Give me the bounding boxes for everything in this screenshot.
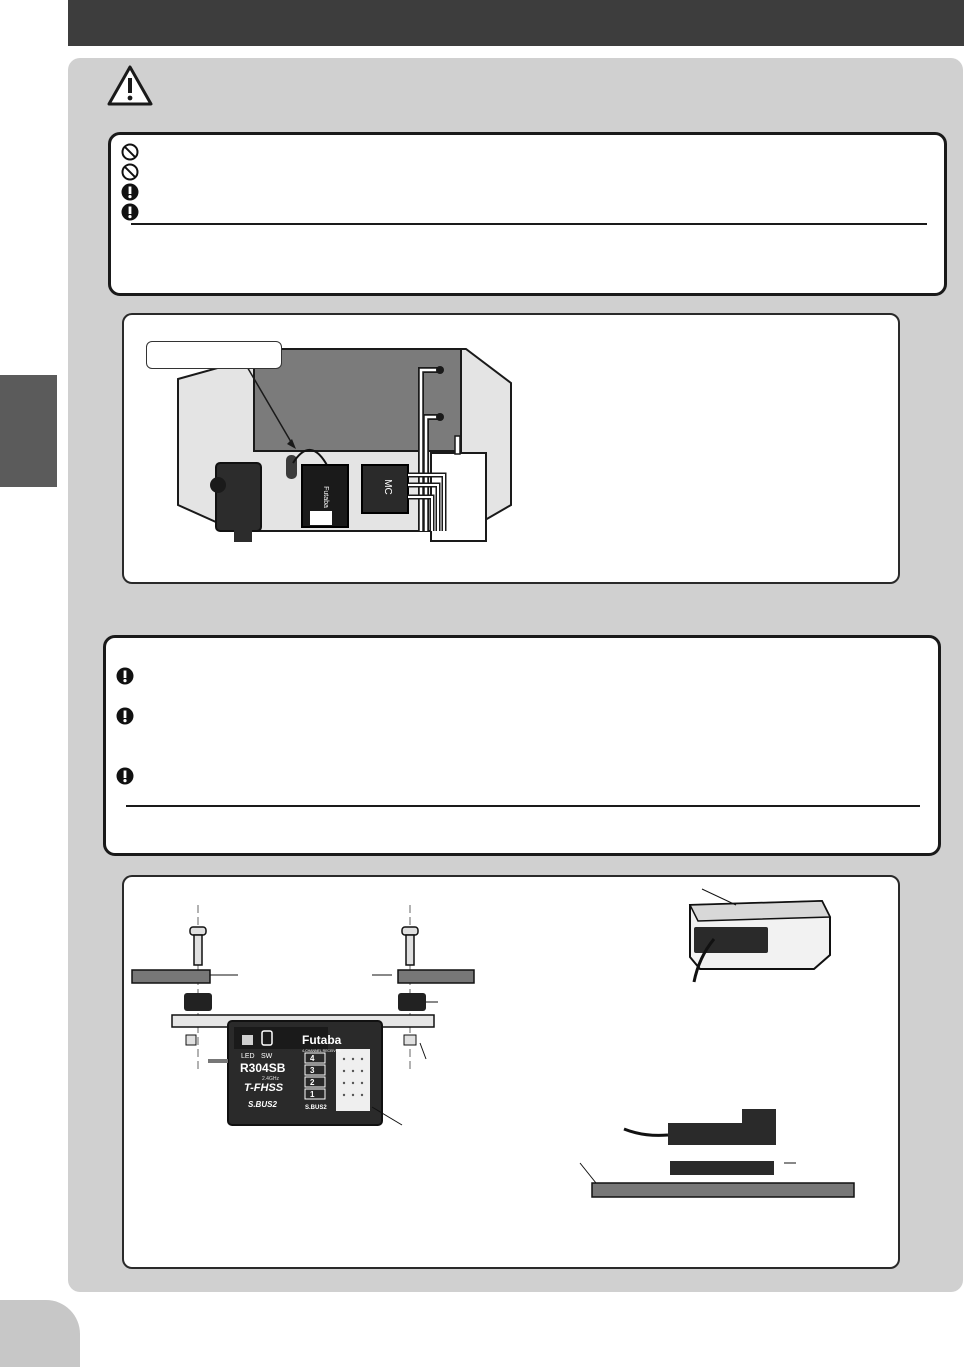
divider — [131, 223, 927, 225]
header-bar — [68, 0, 964, 46]
install-figure: Futaba MC — [122, 313, 900, 584]
esc-mark: MC — [382, 479, 393, 495]
mounting-figure: Futaba 4-CHANNEL RECEIVER LED SW R304SB … — [122, 875, 900, 1269]
precautions-box-2 — [103, 635, 941, 856]
prohibit-icon — [121, 163, 139, 181]
section-side-tab — [0, 375, 57, 487]
precautions-box-1 — [108, 132, 947, 296]
channel-2-label: 2 — [310, 1078, 315, 1087]
channel-4-label: 4 — [310, 1054, 315, 1063]
page-number-tab — [0, 1300, 80, 1367]
rx-brand: Futaba — [302, 1033, 342, 1047]
rx-model: R304SB — [240, 1061, 286, 1075]
divider — [126, 805, 920, 807]
sbus2-logo: S.BUS2 — [248, 1100, 277, 1109]
mandatory-icon — [116, 667, 134, 685]
receiver-install-illustration: Futaba MC — [177, 348, 512, 542]
sbus2-port-label: S.BUS2 — [305, 1105, 327, 1111]
channel-3-label: 3 — [310, 1066, 315, 1075]
mounting-illustration: Futaba 4-CHANNEL RECEIVER LED SW R304SB … — [131, 888, 855, 1198]
sw-label: SW — [261, 1053, 273, 1060]
warning-icon — [107, 65, 153, 106]
channel-1-label: 1 — [310, 1090, 315, 1099]
antenna-callout — [146, 341, 282, 369]
protocol-logo: T-FHSS — [244, 1082, 284, 1094]
mandatory-icon — [116, 767, 134, 785]
led-label: LED — [241, 1053, 255, 1060]
rx-brand-label: Futaba — [322, 486, 329, 508]
mandatory-icon — [121, 203, 139, 221]
protocol-band: 2.4GHz — [262, 1076, 279, 1082]
rx-subtitle: 4-CHANNEL RECEIVER — [302, 1049, 341, 1053]
prohibit-icon — [121, 143, 139, 161]
mandatory-icon — [121, 183, 139, 201]
mandatory-icon — [116, 707, 134, 725]
